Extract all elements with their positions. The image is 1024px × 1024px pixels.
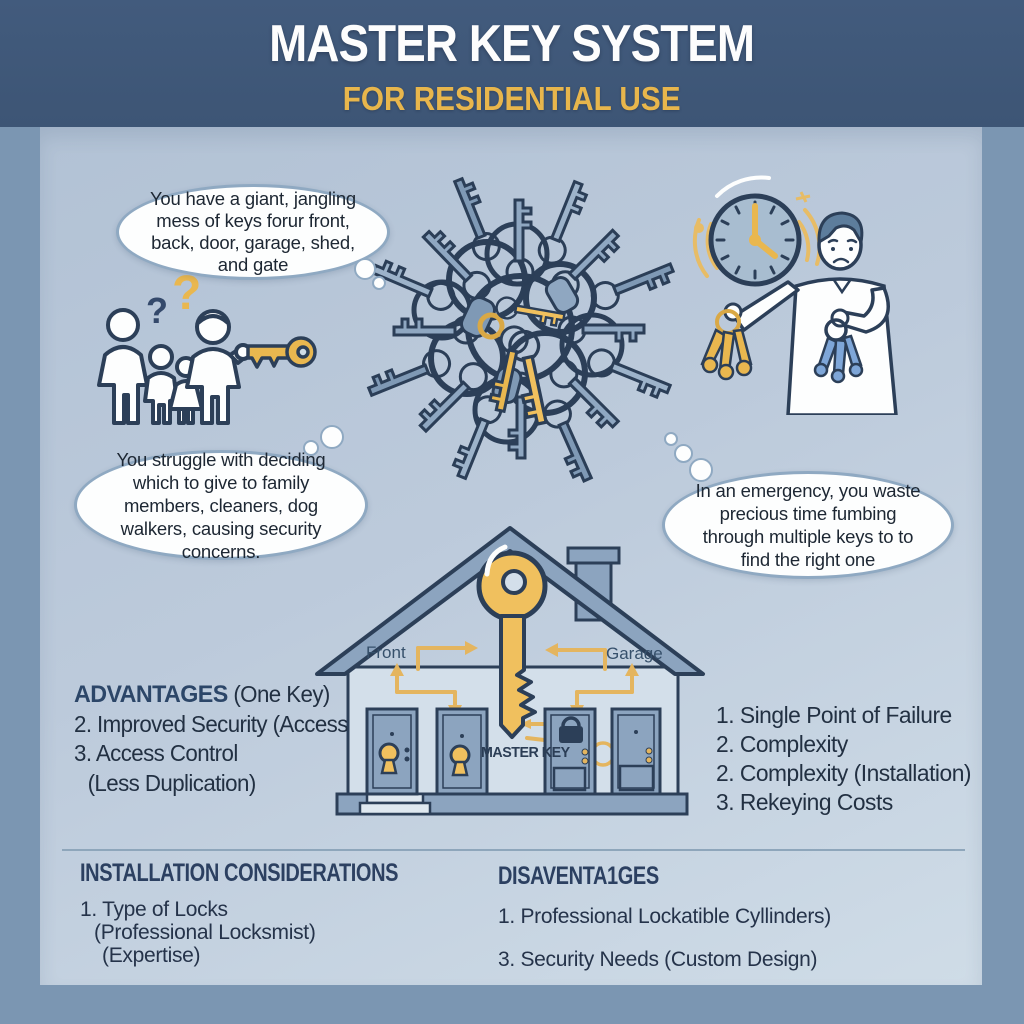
- thought-bubble-emergency: In an emergency, you waste precious time…: [662, 471, 954, 579]
- question-mark-dark: ?: [146, 290, 168, 331]
- doors: [365, 707, 662, 796]
- door-garage-2: [610, 707, 662, 796]
- bubble-trail-dot: [372, 276, 386, 290]
- list-item: 2. Complexity: [716, 731, 848, 757]
- master-key-label: MASTER KEY: [481, 744, 570, 761]
- page-title: MASTER KEY SYSTEM: [269, 15, 755, 73]
- list-item: (Professional Locksmist): [94, 921, 316, 944]
- bubble-trail-dot: [689, 458, 713, 482]
- list-item: (Less Duplication): [87, 769, 257, 796]
- disadvantages-bottom-section: DISAVENTA1GES 1. Professional Lockatible…: [498, 862, 831, 972]
- bubble-trail-dot: [354, 258, 376, 280]
- house-master-key-diagram: [315, 526, 705, 816]
- door-garage-1: [543, 707, 597, 796]
- header-band: MASTER KEY SYSTEM FOR RESIDENTIAL USE: [0, 0, 1024, 127]
- page-subtitle: FOR RESIDENTIAL USE: [343, 80, 681, 117]
- door-front-1: [365, 707, 419, 796]
- gold-keys: [477, 294, 567, 428]
- list-item: 1. Single Point of Failure: [716, 702, 952, 728]
- front-door-label: Front: [366, 643, 406, 662]
- list-item: (Expertise): [102, 944, 201, 967]
- advantages-list: ADVANTAGES (One Key) 2. Improved Securit…: [74, 680, 348, 798]
- thought-bubble-struggle: You struggle with deciding which to give…: [74, 448, 368, 562]
- bubble-text: You have a giant, jangling mess of keys …: [149, 188, 356, 275]
- section-divider: [62, 849, 965, 851]
- padlock-icon: [561, 716, 581, 727]
- worried-man-holding-keys-illustration: [700, 211, 898, 415]
- bubble-trail-dot: [320, 425, 344, 449]
- handed-key-icon: [246, 336, 317, 369]
- key-tangle-illustration: [363, 173, 679, 487]
- adult-figure: [106, 308, 140, 342]
- master-key-icon: [476, 544, 548, 739]
- bubble-text: In an emergency, you waste precious time…: [695, 480, 921, 570]
- list-item: 1. Type of Locks: [80, 898, 228, 921]
- gold-key-bunch: [700, 309, 753, 381]
- disadvantages-list: 1. Single Point of Failure 2. Complexity…: [716, 701, 971, 817]
- routing-arrows: [390, 641, 639, 767]
- thought-bubble-mess-of-keys: You have a giant, jangling mess of keys …: [116, 184, 390, 280]
- list-item: 2. Improved Security (Access: [74, 710, 348, 737]
- child-figure: [148, 344, 174, 370]
- list-item: 1. Professional Lockatible Cyllinders): [498, 905, 831, 928]
- bubble-trail-dot: [664, 432, 678, 446]
- question-mark-gold: ?: [172, 267, 202, 320]
- garage-door-label: Garage: [606, 644, 663, 663]
- hair: [817, 211, 864, 247]
- list-item: 3. Rekeying Costs: [716, 789, 893, 815]
- roof: [315, 526, 705, 676]
- installation-heading: INSTALLATION CONSIDERATIONS: [80, 859, 399, 887]
- disadvantages-bottom-heading: DISAVENTA1GES: [498, 862, 659, 890]
- bubble-trail-dot: [674, 444, 693, 463]
- advantages-heading: ADVANTAGES: [74, 681, 228, 708]
- bubble-trail-dot: [303, 440, 319, 456]
- installation-considerations-section: INSTALLATION CONSIDERATIONS 1. Type of L…: [80, 859, 478, 968]
- list-item: 2. Complexity (Installation): [716, 760, 972, 786]
- advantages-heading-note: (One Key): [233, 681, 330, 707]
- bubble-text: You struggle with deciding which to give…: [116, 448, 326, 562]
- door-front-2: [435, 707, 489, 796]
- steps: [358, 792, 432, 816]
- family-with-key-illustration: [97, 308, 317, 425]
- alarm-clock-icon: [692, 175, 822, 287]
- list-item: 3. Access Control: [74, 740, 238, 766]
- list-item: 3. Security Needs (Custom Design): [498, 948, 818, 971]
- blue-key-bunch: [813, 318, 864, 384]
